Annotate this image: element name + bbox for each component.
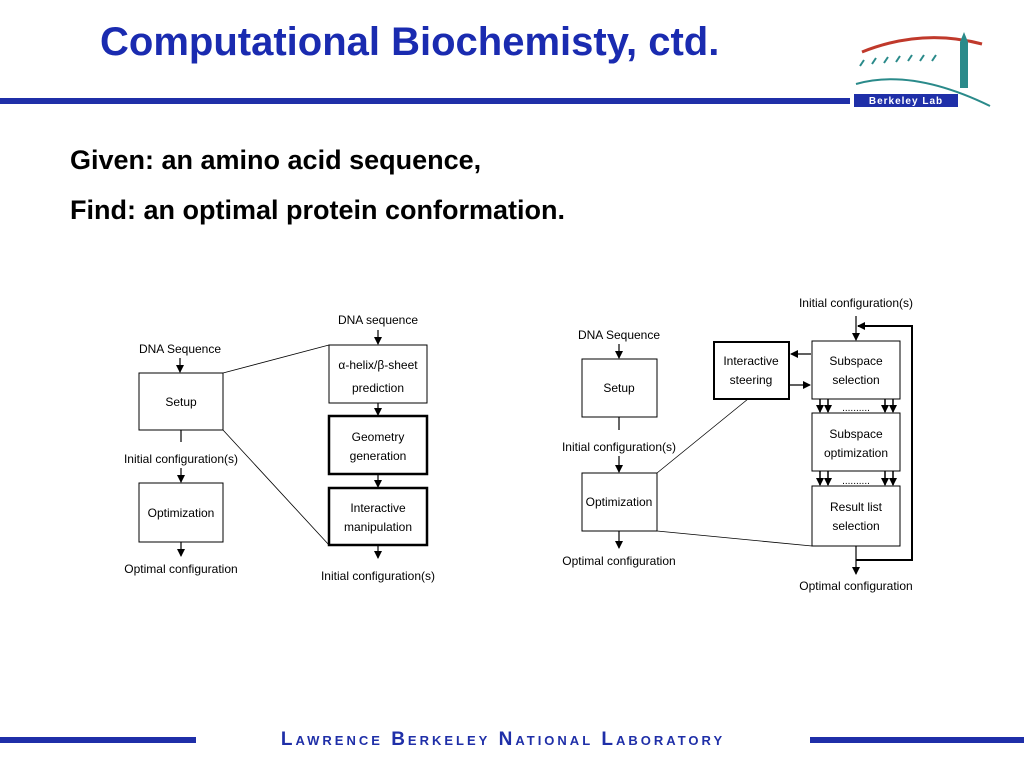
subspace-optimization-line1: Subspace bbox=[829, 427, 883, 441]
dots-lower: .......... bbox=[842, 476, 870, 487]
left-optimal-config-label: Optimal configuration bbox=[124, 562, 237, 576]
left-setup-box bbox=[138, 372, 224, 431]
interactive-steering-box bbox=[713, 341, 790, 400]
right-dna-sequence-label: DNA Sequence bbox=[578, 328, 660, 342]
right-bottom-optimal-config-label: Optimal configuration bbox=[799, 579, 912, 593]
right-initial-config-label: Initial configuration(s) bbox=[562, 440, 676, 454]
result-list-line2: selection bbox=[832, 519, 879, 533]
footer-lab-name: Lawrence Berkeley National Laboratory bbox=[280, 729, 726, 750]
interactive-manipulation-box bbox=[327, 486, 429, 547]
geometry-box bbox=[327, 414, 429, 476]
interactive-manipulation-line2: manipulation bbox=[344, 520, 412, 534]
right-optimization-box bbox=[581, 472, 658, 532]
result-list-box bbox=[811, 485, 901, 547]
interactive-steering-line2: steering bbox=[730, 373, 773, 387]
dots-upper: .......... bbox=[842, 403, 870, 414]
left-initial-config-label: Initial configuration(s) bbox=[124, 452, 238, 466]
left-detail-dna-label: DNA sequence bbox=[338, 313, 418, 327]
left-optimization-label: Optimization bbox=[148, 506, 215, 520]
helix-sheet-box bbox=[328, 344, 428, 404]
left-setup-label: Setup bbox=[165, 395, 197, 409]
workflow-diagrams: DNA Sequence Setup Initial configuration… bbox=[124, 296, 913, 593]
geometry-line2: generation bbox=[350, 449, 407, 463]
subspace-selection-line1: Subspace bbox=[829, 354, 883, 368]
helix-sheet-line2: prediction bbox=[352, 381, 404, 395]
left-optimization-box bbox=[138, 482, 224, 543]
geometry-line1: Geometry bbox=[352, 430, 405, 444]
subspace-selection-box bbox=[811, 340, 901, 400]
subspace-selection-line2: selection bbox=[832, 373, 879, 387]
feedback-loop-arrow bbox=[856, 322, 913, 561]
berkeley-lab-logo: Berkeley Lab bbox=[854, 32, 991, 107]
right-optimization-label: Optimization bbox=[586, 495, 653, 509]
left-dna-sequence-label: DNA Sequence bbox=[139, 342, 221, 356]
right-setup-box bbox=[581, 358, 658, 418]
right-setup-label: Setup bbox=[603, 381, 635, 395]
find-statement: Find: an optimal protein conformation. bbox=[70, 195, 565, 225]
interactive-steering-line1: Interactive bbox=[723, 354, 779, 368]
right-top-initial-config-label: Initial configuration(s) bbox=[799, 296, 913, 310]
left-detail-initial-config-label: Initial configuration(s) bbox=[321, 569, 435, 583]
slide-title: Computational Biochemisty, ctd. bbox=[100, 20, 720, 64]
right-optimal-config-label: Optimal configuration bbox=[562, 554, 675, 568]
result-list-line1: Result list bbox=[830, 500, 883, 514]
footer-divider-left bbox=[0, 737, 196, 743]
subspace-optimization-line2: optimization bbox=[824, 446, 888, 460]
given-statement: Given: an amino acid sequence, bbox=[70, 145, 482, 175]
subspace-optimization-box bbox=[811, 412, 901, 472]
interactive-manipulation-line1: Interactive bbox=[350, 501, 406, 515]
logo-text: Berkeley Lab bbox=[869, 96, 943, 107]
footer-divider-right bbox=[810, 737, 1024, 743]
header-divider bbox=[0, 98, 850, 104]
helix-sheet-line1: α-helix/β-sheet bbox=[338, 358, 418, 372]
